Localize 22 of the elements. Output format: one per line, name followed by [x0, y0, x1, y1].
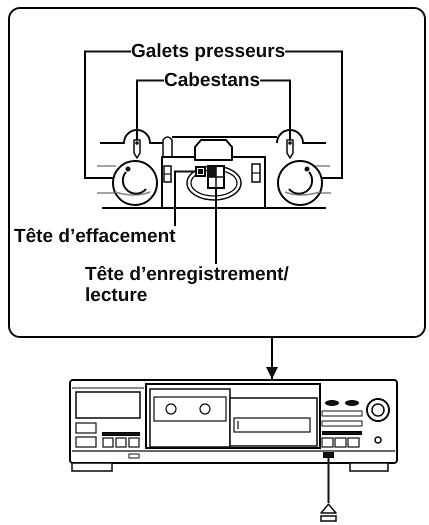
cassette-deck-drawing — [68, 379, 400, 473]
leader-line — [84, 50, 131, 179]
part-label: Tête d’effacement — [14, 226, 176, 247]
detail-panel — [8, 7, 426, 338]
eject-button — [323, 452, 334, 458]
pinch-roller — [112, 160, 158, 206]
leader-line — [285, 50, 343, 179]
leader-line — [136, 80, 164, 140]
record-playback-head — [207, 165, 225, 189]
leader-line — [260, 80, 291, 140]
part-label: Tête d’enregistrement/ lecture — [85, 264, 299, 306]
leader-line — [328, 458, 330, 503]
capstan-pin — [286, 139, 294, 159]
leader-line — [174, 170, 195, 226]
eject-icon — [320, 503, 337, 522]
arrow — [266, 338, 278, 379]
capstan-pin — [133, 139, 141, 159]
pinch-roller — [277, 160, 323, 206]
leader-line — [215, 188, 217, 264]
erase-head — [195, 166, 206, 177]
part-label: Cabestans — [164, 70, 260, 91]
part-label: Galets presseurs — [131, 41, 286, 62]
